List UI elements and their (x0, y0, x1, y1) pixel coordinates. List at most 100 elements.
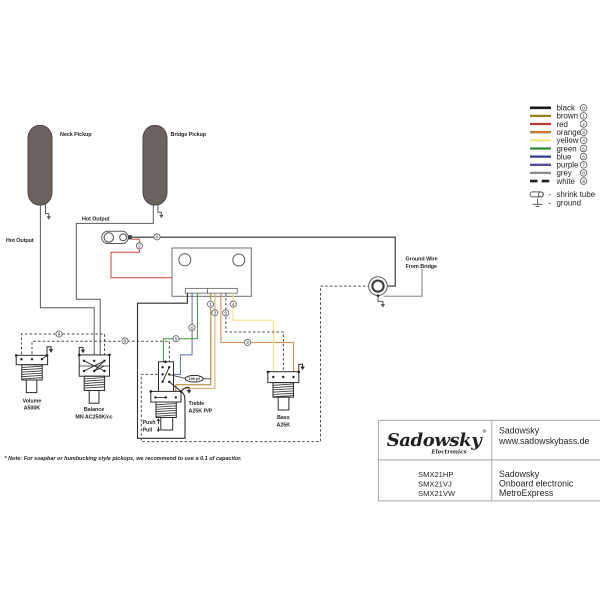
svg-text:black: black (557, 104, 575, 113)
neck-pickup-ground-wire (45, 204, 50, 217)
bass-pot-name: Bass (277, 415, 290, 421)
bridge-hot-wire (75, 204, 154, 360)
bass-pot-shaft (277, 396, 290, 411)
bridge-ground-label-line1: Ground Wire (406, 257, 438, 263)
pcb-yellow-wire (232, 293, 275, 377)
wire-tag-2: 2 (135, 242, 143, 250)
svg-text:white: white (556, 177, 576, 186)
bridge-ground-label-line2: From Bridge (406, 264, 438, 270)
balance-pot-dot (77, 353, 81, 357)
balance-pot-shaft (88, 390, 100, 404)
title-block-product-line-3: MetroExpress (499, 488, 554, 498)
legend-ground-dash: - (549, 198, 552, 207)
battery-clip-connector-nub (128, 235, 132, 240)
bridge-pickup-ground-wire (157, 204, 162, 215)
treble-switch-body (158, 361, 174, 393)
svg-text:red: red (557, 120, 568, 129)
bridge-pickup-label: Bridge Pickup (171, 132, 207, 138)
title-block-company: Sadowsky (499, 426, 540, 436)
svg-text:3: 3 (582, 130, 585, 136)
legend-row-purple: purple 7 (530, 161, 588, 170)
treble-pot-lug-3 (174, 396, 177, 399)
balance-pot-threads (83, 375, 106, 392)
wire-tag-9c: 9 (121, 337, 129, 345)
svg-text:0: 0 (156, 235, 159, 241)
svg-text:5: 5 (175, 336, 178, 342)
treble-pot: 100 pf Treble A25K P/P Push Pull (143, 360, 213, 433)
white-volume-wire-2 (31, 340, 170, 362)
svg-text:4: 4 (582, 138, 585, 144)
title-block-grid (377, 419, 600, 502)
volume-pot-lug-3 (40, 358, 44, 361)
svg-text:orange: orange (557, 128, 582, 137)
bridge-ground-pointer-line (383, 269, 423, 297)
bass-pot-ground-stem (298, 363, 304, 372)
neck-hot-output-label: Hot Output (6, 238, 34, 244)
wire-tag-6: 6 (188, 324, 196, 331)
svg-text:1: 1 (582, 114, 585, 120)
bass-pot-ground-icon (300, 366, 305, 371)
bridge-ground-wire-stub (377, 295, 384, 305)
bridge-pickup-body (142, 125, 168, 206)
svg-text:yellow: yellow (557, 136, 579, 145)
neck-pickup: Neck Pickup (27, 125, 92, 220)
balance-pot-lug-4 (82, 369, 86, 373)
wire-tag-3a: 3 (211, 309, 219, 317)
title-block-product-line-2: Onboard electronic (499, 479, 574, 489)
svg-text:purple: purple (557, 161, 580, 170)
pcb-brown-wire (175, 293, 212, 397)
pcb-green-wire (162, 293, 198, 362)
treble-switch-lug-2 (168, 366, 171, 369)
pcb-hole-left (178, 253, 192, 267)
balance-pot-lug-3 (103, 359, 106, 362)
neck-pickup-ground-icon (46, 216, 51, 220)
bass-pot-dot (266, 370, 270, 374)
title-block-model-3: SMX21VW (418, 489, 456, 498)
balance-pot-dot (108, 353, 111, 357)
bass-pot-lug-3 (292, 375, 295, 379)
wire-tag-9a: 9 (222, 309, 230, 317)
balance-pot: Balance MN AC250K/cc (75, 346, 113, 421)
balance-pot-lug-5 (93, 369, 96, 373)
wire-color-legend: black 0 brown 1 red 2 orange 3 yellow 4 (529, 104, 596, 208)
bass-pot: Bass A25K (266, 363, 305, 428)
treble-switch-lug-6 (168, 380, 171, 383)
bass-pot-lug-2 (282, 375, 285, 379)
treble-pot-shaft (160, 417, 174, 431)
legend-shrink-label: shrink tube (557, 190, 596, 199)
legend-row-ground: - ground (532, 198, 582, 208)
volume-pot: Volume A500K (14, 346, 54, 412)
pcb-orange-light-wire (180, 293, 216, 389)
pcb-connector-right (207, 287, 238, 294)
treble-switch-lug-3 (161, 373, 164, 376)
volume-pot-lug-2 (30, 358, 34, 361)
white-ground-bus-wire (140, 285, 369, 443)
balance-pot-lug-1 (82, 359, 86, 362)
svg-text:blue: blue (557, 152, 573, 161)
legend-row-yellow: yellow 4 (530, 136, 588, 145)
neck-pickup-body (27, 125, 53, 206)
pcb-black-wire (136, 293, 188, 439)
pcb-connector-left (184, 287, 208, 294)
wire-tag-9b: 9 (55, 330, 63, 338)
legend-row-shrink-tube: - shrink tube (529, 190, 596, 199)
pcb (171, 247, 252, 297)
shrink-tube-icon-end (537, 191, 544, 198)
bridge-pickup-ground-icon (159, 214, 164, 219)
pcb-orange-wire (220, 293, 295, 377)
bridge-ground: Ground Wire From Bridge (368, 257, 438, 308)
balance-pot-ground-stem (78, 346, 84, 355)
treble-pot-lug-1 (154, 396, 157, 399)
wire-tag-3b: 3 (243, 338, 251, 346)
legend-row-brown: brown 1 (530, 112, 588, 121)
neck-pickup-label: Neck Pickup (60, 132, 92, 138)
legend-shrink-dash: - (549, 190, 552, 199)
treble-pot-threads (155, 401, 177, 418)
title-block-model-1: SMX21HP (418, 470, 453, 479)
legend-ground-label: ground (557, 199, 582, 208)
svg-text:7: 7 (582, 163, 585, 169)
svg-text:8: 8 (582, 171, 585, 177)
bass-pot-lug-1 (272, 375, 275, 379)
legend-row-white: white 9 (530, 177, 588, 186)
